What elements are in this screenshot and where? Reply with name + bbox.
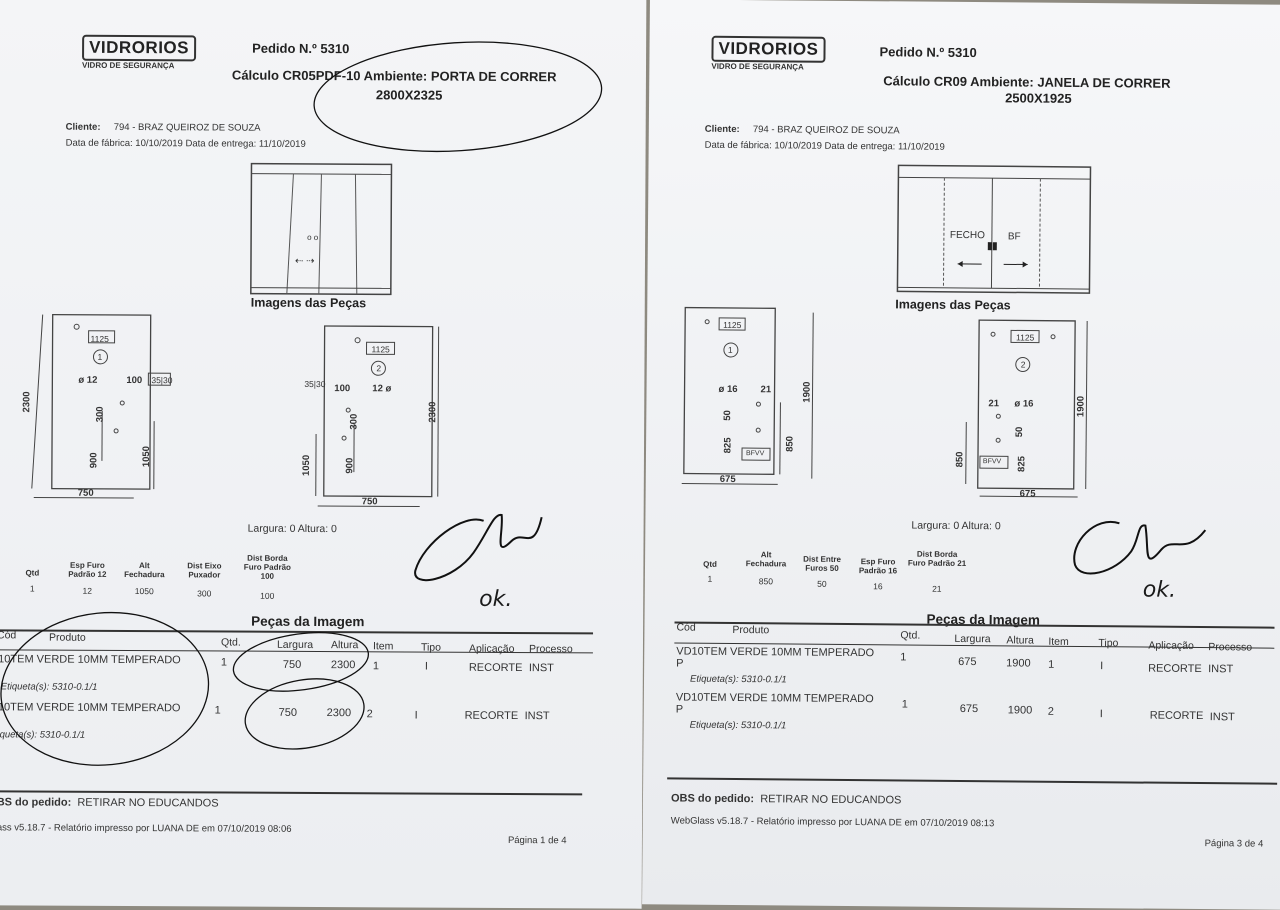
handwritten-circles (0, 0, 646, 909)
handwritten-signature (642, 0, 1280, 910)
handwritten-ok: ok. (1143, 578, 1176, 603)
handwritten-ok: ok. (479, 587, 512, 612)
report-page-1: VIDRORIOS VIDRO DE SEGURANÇA Pedido N.º … (0, 0, 646, 909)
report-page-3: VIDRORIOS VIDRO DE SEGURANÇA Pedido N.º … (642, 0, 1280, 910)
